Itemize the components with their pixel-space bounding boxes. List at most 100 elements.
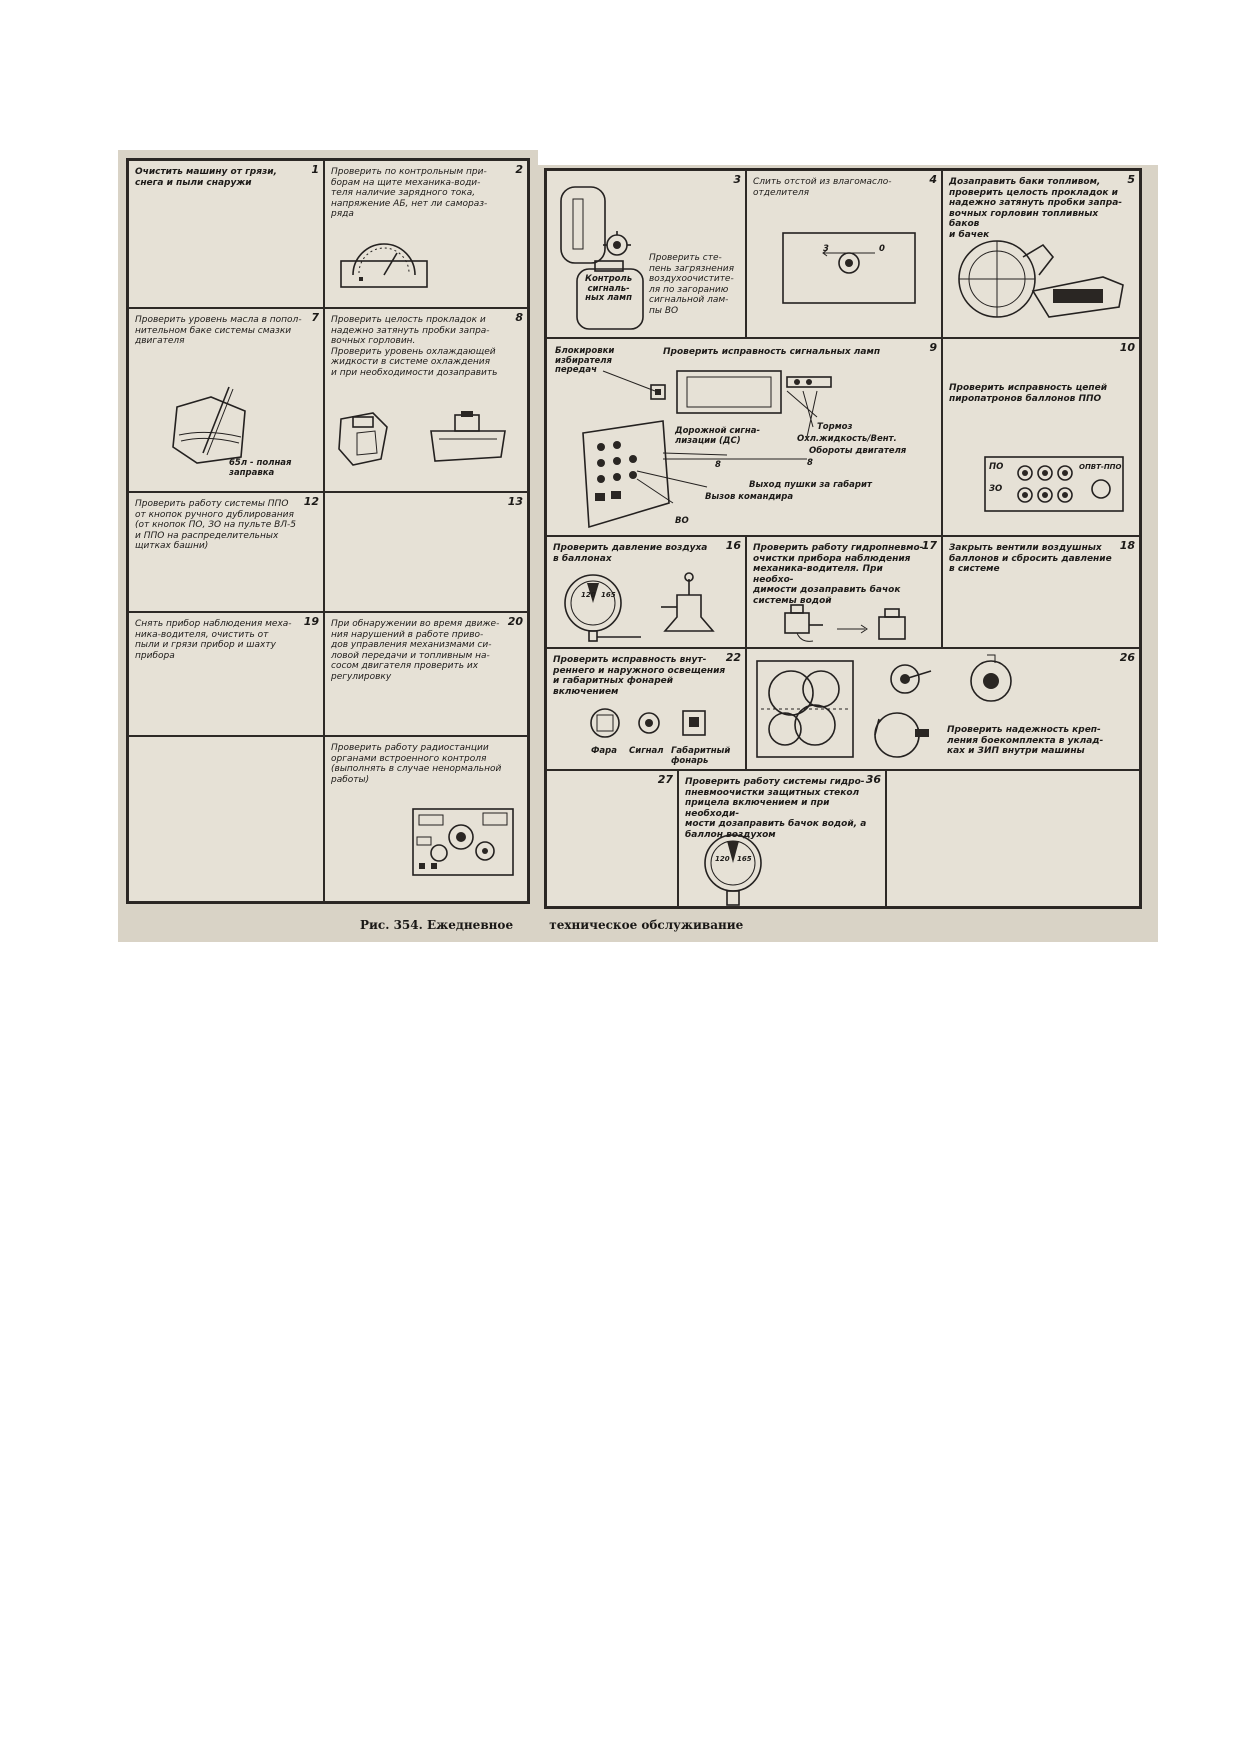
- cell-3: 3 Контроль сигналь- ных ламп Проверить с…: [546, 170, 746, 338]
- engine-rpm-label: Обороты двигателя: [809, 446, 907, 456]
- cell-9: 9 Блокировки избирателя передач Проверит…: [546, 338, 942, 536]
- cell-number: 8: [515, 311, 523, 324]
- cell-13: 13: [324, 492, 528, 612]
- cell-18: 18 Закрыть вентили воздушных баллонов и …: [942, 536, 1140, 648]
- gear-block-label: Блокировки избирателя передач: [555, 346, 615, 375]
- gun-overhang-label: Выход пушки за габарит: [749, 480, 872, 490]
- cell-text: Слить отстой из влагомасло- отделителя: [753, 177, 892, 198]
- cell-number: 5: [1127, 173, 1135, 186]
- cell-text: Снять прибор наблюдения меха- ника-водит…: [135, 619, 292, 661]
- cell-2: 2 Проверить по контрольным при- борам на…: [324, 160, 528, 308]
- cell-number: 12: [303, 495, 319, 508]
- left-page: 1 Очистить машину от грязи, снега и пыли…: [126, 158, 530, 904]
- cell-text: При обнаружении во время движе- ния нару…: [331, 619, 500, 682]
- commander-call-label: Вызов командира: [705, 492, 794, 502]
- figure-caption: Рис. 354. Ежедневное техническое обслужи…: [360, 918, 743, 932]
- cell-1: 1 Очистить машину от грязи, снега и пыли…: [128, 160, 324, 308]
- air-pressure-gauge-icon: [564, 572, 715, 642]
- cell-4: 4 Слить отстой из влагомасло- отделителя…: [746, 170, 942, 338]
- gauge-mark-120: 120: [715, 855, 730, 863]
- cell-number: 22: [725, 651, 741, 664]
- cell-number: 9: [929, 341, 937, 354]
- cell-text: Проверить исправность сигнальных ламп: [663, 347, 881, 357]
- washer-tank-icon: [784, 604, 906, 642]
- cell-12: 12 Проверить работу системы ППО от кнопо…: [128, 492, 324, 612]
- cell-number: 26: [1119, 651, 1135, 664]
- gauge-mark-120: 120: [581, 591, 596, 599]
- cell-number: 2: [515, 163, 523, 176]
- filler-cap-icon: [338, 411, 506, 466]
- cell-text: Проверить давление воздуха в баллонах: [553, 543, 708, 564]
- brake-label: Тормоз: [817, 422, 853, 432]
- drain-valve-icon: [782, 232, 916, 304]
- cell-number: 1: [311, 163, 319, 176]
- lamp-number-label: 8: [715, 460, 721, 470]
- voltmeter-gauge-icon: [340, 243, 428, 288]
- lights-icon: [590, 708, 706, 738]
- cell-text: Дозаправить баки топливом, проверить цел…: [949, 177, 1123, 240]
- cell-empty: [128, 736, 324, 902]
- cell-text: Проверить исправность цепей пиропатронов…: [949, 383, 1107, 404]
- lamp-control-label: Контроль сигналь- ных ламп: [585, 274, 633, 303]
- cell-number: 13: [507, 495, 523, 508]
- cell-text: Очистить машину от грязи, снега и пыли с…: [135, 167, 277, 188]
- cell-22: 22 Проверить исправность внут- реннего и…: [546, 648, 746, 770]
- cell-19: 19 Снять прибор наблюдения меха- ника-во…: [128, 612, 324, 736]
- cell-text: Проверить работу системы гидро- пневмооч…: [685, 777, 867, 840]
- cell-number: 20: [507, 615, 523, 628]
- gauge-mark-165: 165: [737, 855, 752, 863]
- radio-station-icon: [412, 808, 514, 876]
- cell-number: 36: [865, 773, 881, 786]
- cell-number: 7: [311, 311, 319, 324]
- cell-26: 26 Проверить надежность креп- ления боек…: [746, 648, 1140, 770]
- oil-tank-icon: [172, 386, 246, 464]
- zo-label: ЗО: [989, 484, 1003, 494]
- cell-27: 27: [546, 770, 678, 907]
- cell-text: Проверить надежность креп- ления боекомп…: [947, 725, 1104, 756]
- drain-label-closed: 3: [823, 244, 829, 254]
- road-signal-label: Дорожной сигна- лизации (ДС): [675, 426, 760, 446]
- cell-number: 10: [1119, 341, 1135, 354]
- cell-radio-check: Проверить работу радиостанции органами в…: [324, 736, 528, 902]
- cell-number: 18: [1119, 539, 1135, 552]
- headlight-label: Фара: [591, 746, 617, 756]
- cell-text: Проверить по контрольным при- борам на щ…: [331, 167, 488, 219]
- cell-text: Проверить сте- пень загрязнения воздухоо…: [649, 253, 734, 316]
- air-cleaner-lamp-label: ВО: [675, 516, 689, 526]
- signal-lamps-panel-icon: [582, 370, 832, 529]
- signal-label: Сигнал: [629, 746, 664, 756]
- cell-36: 36 Проверить работу системы гидро- пневм…: [678, 770, 886, 907]
- washer-pressure-gauge-icon: [704, 834, 762, 906]
- cell-text: Закрыть вентили воздушных баллонов и сбр…: [949, 543, 1112, 574]
- gauge-mark-165: 165: [601, 591, 616, 599]
- cell-text: Проверить исправность внут- реннего и на…: [553, 655, 726, 697]
- cell-text: Проверить работу гидропневмо- очистки пр…: [753, 543, 924, 606]
- cell-17: 17 Проверить работу гидропневмо- очистки…: [746, 536, 942, 648]
- cell-5: 5 Дозаправить баки топливом, проверить ц…: [942, 170, 1140, 338]
- cell-empty: [886, 770, 1140, 907]
- opvt-ppo-label: ОПВТ-ППО: [1079, 463, 1122, 471]
- cell-number: 27: [657, 773, 673, 786]
- cell-16: 16 Проверить давление воздуха в баллонах…: [546, 536, 746, 648]
- caption-part-2: техническое обслуживание: [549, 918, 744, 932]
- oil-level-label: 65л - полная заправка: [229, 458, 292, 478]
- caption-prefix: Рис. 354.: [360, 918, 423, 932]
- cell-number: 17: [921, 539, 937, 552]
- cell-text: Проверить целость прокладок и надежно за…: [331, 315, 498, 378]
- cell-number: 16: [725, 539, 741, 552]
- cell-10: 10 Проверить исправность цепей пиропатро…: [942, 338, 1140, 536]
- cell-number: 4: [929, 173, 937, 186]
- cell-number: 19: [303, 615, 319, 628]
- ammo-stowage-icon: [756, 654, 1012, 758]
- fire-system-panel-icon: [984, 456, 1124, 512]
- caption-part-1: Ежедневное: [427, 918, 514, 932]
- cell-20: 20 При обнаружении во время движе- ния н…: [324, 612, 528, 736]
- cell-text: Проверить уровень масла в попол- нительн…: [135, 315, 302, 346]
- cell-number: 3: [733, 173, 741, 186]
- coolant-fan-label: Охл.жидкость/Вент.: [797, 434, 897, 444]
- cell-text: Проверить работу системы ППО от кнопок р…: [135, 499, 297, 551]
- air-cleaner-indicator-icon: [560, 186, 644, 330]
- cell-7: 7 Проверить уровень масла в попол- нител…: [128, 308, 324, 492]
- marker-light-label: Габаритный фонарь: [671, 746, 731, 766]
- right-page: 3 Контроль сигналь- ных ламп Проверить с…: [544, 168, 1142, 909]
